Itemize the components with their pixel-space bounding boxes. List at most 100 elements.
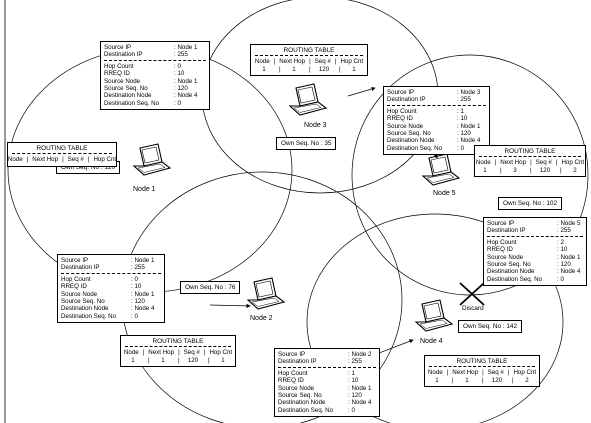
- packet-field-value: : Node 1: [131, 257, 155, 264]
- packet-field-value: : Node 4: [131, 305, 155, 313]
- routing-table-header: Node|Next Hop|Seq #|Hop Cnt: [8, 156, 116, 164]
- packet-field-row: Source Seq. No: 120: [278, 392, 376, 399]
- routing-table-column-header: Node: [123, 349, 139, 357]
- column-divider: |: [482, 376, 484, 384]
- routing-table-cell: 120: [539, 166, 551, 174]
- node5-laptop-icon: [422, 153, 460, 186]
- arrow-rreq-to-node4: [373, 339, 414, 356]
- column-divider: |: [339, 65, 341, 73]
- routing-table-cell: 1: [435, 376, 439, 384]
- packet-field-row: Destination Node: Node 4: [278, 399, 376, 406]
- routing-table-cell: 120: [318, 65, 330, 73]
- column-divider: |: [446, 369, 449, 377]
- packet-field-value: : 120: [131, 298, 145, 306]
- packet-field-name: Source Seq. No: [61, 298, 105, 306]
- packet-field-name: Destination Seq. No: [387, 144, 443, 152]
- routing-table-title: ROUTING TABLE: [283, 47, 335, 54]
- packet-field-name: Source IP: [61, 257, 89, 264]
- routing-table-cell: 2: [573, 166, 577, 174]
- own-seq-node3: Own Seq. No : 35: [276, 137, 337, 150]
- column-divider: |: [512, 376, 514, 384]
- routing-table-cell: 120: [187, 356, 199, 364]
- packet-field-value: : 120: [174, 85, 188, 93]
- packet-field-name: Hop Count: [487, 238, 517, 246]
- packet-field-name: Source Node: [104, 77, 141, 85]
- packet-field-row: Hop Count: 1: [278, 370, 376, 377]
- column-divider: |: [530, 166, 532, 174]
- node1-laptop-icon: [133, 143, 171, 176]
- packet-field-value: : Node 1: [174, 77, 198, 85]
- packet-field-row: Hop Count: 0: [61, 276, 161, 283]
- routing-table-cell: 120: [491, 376, 503, 384]
- routing-table-header: Node|Next Hop|Seq #|Hop Cnt: [253, 58, 365, 65]
- packet-field-row: RREQ ID: 10: [104, 70, 206, 77]
- column-divider: |: [203, 349, 206, 357]
- packet-field-row: Source Node: Node 1: [61, 291, 161, 298]
- packet-field-row: Destination Seq. No : 0: [387, 145, 486, 152]
- routing-table-column-header: Hop Cnt: [209, 349, 233, 357]
- routing-table-column-header: Seq #: [314, 58, 331, 66]
- routing-table-cell: 1: [131, 356, 135, 364]
- routing-table-column-header: Seq #: [67, 156, 84, 164]
- routing-table-column-header: Node: [475, 159, 491, 167]
- packet-field-name: Destination Node: [104, 92, 152, 100]
- routing-table-column-header: Hop Cnt: [93, 156, 117, 164]
- routing-table-column-header: Next Hop: [32, 156, 59, 164]
- packet-field-name: Source Node: [487, 253, 524, 261]
- packet-field-name: Source IP: [278, 351, 306, 358]
- packet-field-name: Source Seq. No: [104, 85, 148, 93]
- packet-field-value: : 0: [174, 99, 181, 107]
- routing-table-column-header: Next Hop: [148, 349, 175, 357]
- packet-field-value: : 255: [457, 96, 471, 104]
- routing-table-separator: [12, 153, 112, 155]
- packet-field-name: Source IP: [487, 220, 515, 227]
- packet-field-value: : 10: [348, 377, 359, 385]
- routing-table-cell: 1: [292, 65, 296, 73]
- discard-cross-line-2: [459, 282, 485, 306]
- packet-field-value: : 10: [557, 246, 568, 254]
- packet-field-name: Source Seq. No: [387, 130, 431, 138]
- routing-table-cell: 3: [513, 166, 517, 174]
- column-divider: |: [309, 58, 311, 66]
- packet-field-row: Hop Count: 0: [104, 63, 206, 70]
- routing-table-separator: [429, 366, 535, 368]
- column-divider: |: [482, 369, 484, 377]
- routing-table-cell: 1: [221, 356, 225, 364]
- packet-field-value: : Node 1: [348, 384, 372, 392]
- packet-field-row: Source Seq. No : 120: [104, 85, 206, 92]
- routing-table-column-header: Hop Cnt: [340, 58, 364, 66]
- packet-field-row: Source Node : Node 1: [104, 78, 206, 85]
- packet-field-name: Destination IP: [104, 51, 143, 59]
- packet-field-name: Source Node: [61, 290, 98, 298]
- column-divider: |: [500, 166, 502, 174]
- packet-field-name: RREQ ID: [387, 115, 413, 123]
- node1-label: Node 1: [133, 186, 156, 193]
- packet-field-row: Destination IP: 255: [104, 51, 206, 58]
- column-divider: |: [560, 166, 562, 174]
- routing-table-header: Node|Next Hop|Seq #|Hop Cnt: [475, 159, 584, 167]
- packet-field-name: Destination Seq. No: [487, 275, 543, 283]
- packet-field-name: Destination IP: [61, 264, 100, 272]
- packet-field-row: Source Node: Node 1: [487, 254, 583, 261]
- packet-field-name: Destination Node: [61, 305, 109, 313]
- node5-label: Node 5: [433, 190, 456, 197]
- routing-table-header: Node|Next Hop|Seq #|Hop Cnt: [123, 349, 233, 356]
- packet-field-value: : Node 1: [457, 122, 481, 130]
- packet-field-row: Source IP: Node 5: [487, 220, 583, 227]
- routing-table-column-header: Seq #: [535, 159, 552, 167]
- packet-field-name: Destination IP: [487, 227, 526, 235]
- packet-field-row: Source IP: Node 3: [387, 89, 486, 96]
- packet-field-name: Destination Seq. No: [104, 99, 160, 107]
- column-divider: |: [507, 369, 510, 377]
- routing-table-column-header: Seq #: [487, 369, 504, 377]
- routing-table-cell: 2: [525, 376, 529, 384]
- routing-table-row: 1 | 3 | 120 | 2: [477, 167, 583, 174]
- node2-label: Node 2: [250, 315, 273, 322]
- packet-field-name: Hop Count: [387, 107, 417, 115]
- packet-field-value: : 0: [457, 144, 464, 152]
- packet-field-row: RREQ ID: 10: [61, 283, 161, 290]
- packet-field-value: : 1: [348, 369, 355, 377]
- routing-table-cell: 1: [483, 166, 487, 174]
